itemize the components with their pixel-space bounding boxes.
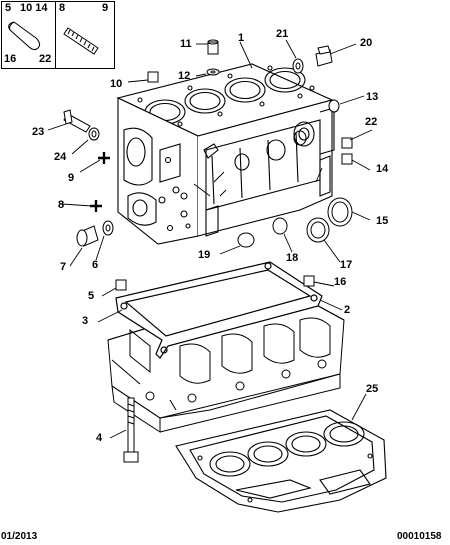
gasket-set-drawing	[175, 409, 387, 513]
plus-markers	[90, 152, 110, 212]
seal-15-drawing	[327, 197, 353, 227]
callout-11: 11	[180, 38, 192, 50]
ring-18-drawing	[272, 217, 288, 235]
callout-23: 23	[32, 126, 45, 138]
dowel-pin-drawing	[8, 21, 41, 51]
inset-label-8: 8	[59, 2, 66, 14]
callout-14: 14	[376, 163, 389, 175]
callout-5: 5	[88, 290, 95, 302]
bolt-23-drawing	[63, 109, 100, 141]
callout-24: 24	[54, 151, 67, 163]
inset-label-9: 9	[102, 2, 109, 14]
cylinder-block-drawing	[116, 63, 335, 245]
callout-19: 19	[198, 249, 211, 261]
callout-8: 8	[58, 199, 65, 211]
callout-2: 2	[344, 304, 351, 316]
callout-6: 6	[92, 259, 99, 271]
ref-box-5	[115, 279, 127, 291]
callout-13: 13	[366, 91, 379, 103]
footer-date: 01/2013	[1, 531, 38, 542]
inset-label-22: 22	[39, 53, 52, 65]
plug-11-drawing	[206, 39, 220, 76]
ref-box-14	[341, 153, 353, 165]
callout-17: 17	[340, 259, 353, 271]
callout-9: 9	[68, 172, 75, 184]
callout-25: 25	[366, 383, 379, 395]
callout-15: 15	[376, 215, 389, 227]
callout-7: 7	[60, 261, 67, 273]
callout-16: 16	[334, 276, 347, 288]
ring-19-drawing	[237, 232, 255, 248]
callout-1: 1	[238, 32, 245, 44]
drain-plug-drawing	[76, 220, 114, 247]
main-bolt-drawing	[123, 397, 139, 463]
callout-22: 22	[365, 116, 378, 128]
plug-13-drawing	[328, 99, 340, 113]
plug-20-drawing	[292, 45, 333, 74]
callout-3: 3	[82, 315, 89, 327]
inset-label-10-14: 10 14	[20, 2, 48, 14]
callout-18: 18	[286, 252, 299, 264]
callout-20: 20	[360, 37, 373, 49]
ref-box-16	[303, 275, 315, 287]
threaded-stud-drawing	[63, 27, 99, 55]
leader-lines	[47, 39, 373, 439]
inset-label-16: 16	[4, 53, 17, 65]
inset-label-5: 5	[5, 2, 12, 14]
callout-4: 4	[96, 432, 103, 444]
callout-10: 10	[110, 78, 123, 90]
callout-12: 12	[178, 70, 191, 82]
sump-gasket-drawing	[115, 261, 323, 359]
ref-box-22	[341, 137, 353, 149]
callout-21: 21	[276, 28, 289, 40]
footer-ref: 00010158	[397, 531, 442, 542]
seal-17-drawing	[306, 217, 330, 243]
ref-box-10	[147, 71, 159, 83]
